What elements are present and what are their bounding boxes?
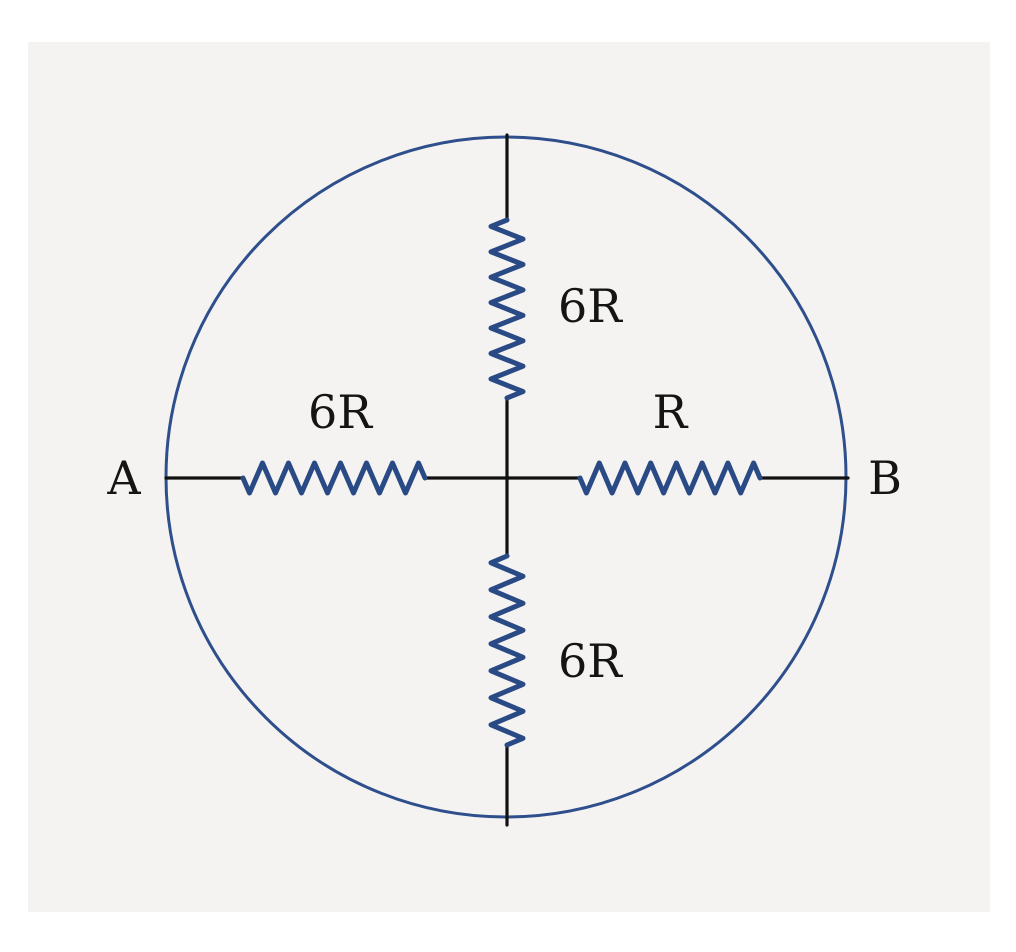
resistor-bottom xyxy=(488,553,526,748)
resistor-label-right: R xyxy=(653,385,689,439)
resistor-left xyxy=(240,460,428,496)
node-label-b: B xyxy=(868,451,902,505)
resistor-label-left: 6R xyxy=(308,385,373,439)
node-label-a: A xyxy=(106,451,141,505)
resistor-label-top: 6R xyxy=(558,279,623,333)
resistor-right xyxy=(577,460,763,496)
resistor-top xyxy=(488,217,526,401)
resistor-label-bottom: 6R xyxy=(558,634,623,688)
